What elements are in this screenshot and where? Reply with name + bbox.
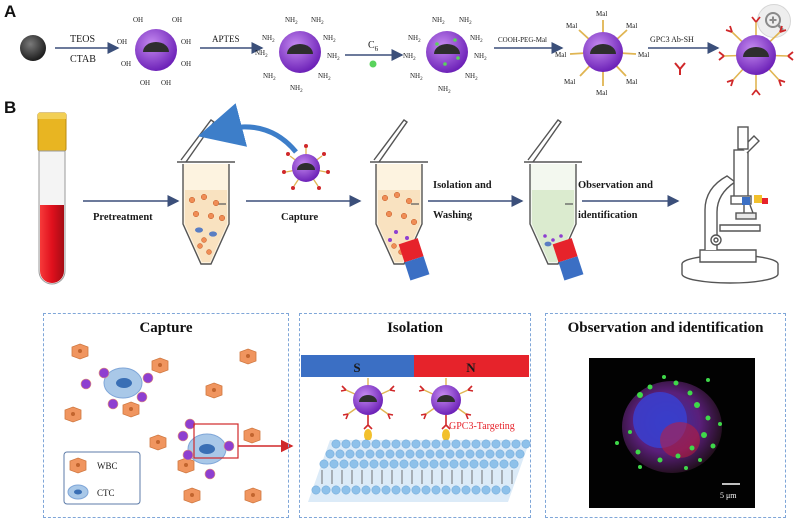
step-observation: Observation and bbox=[578, 180, 653, 191]
svg-text:NH2: NH2 bbox=[410, 72, 423, 82]
svg-text:NH2: NH2 bbox=[318, 72, 331, 82]
capture-nanoparticle bbox=[282, 144, 330, 190]
pipette-icon bbox=[180, 119, 215, 163]
svg-text:NH2: NH2 bbox=[290, 84, 303, 94]
svg-text:NH2: NH2 bbox=[403, 52, 416, 62]
svg-text:OH: OH bbox=[121, 60, 131, 68]
microscope-slide-blue bbox=[742, 197, 750, 205]
magnet-s-bar bbox=[301, 355, 414, 377]
svg-text:NH2: NH2 bbox=[311, 16, 324, 26]
particle-nh2: NH2 NH2 NH2 NH2 NH2 NH2 NH2 NH2 NH2 bbox=[255, 16, 340, 94]
particle-antibody bbox=[718, 16, 794, 96]
fluorescent-cell bbox=[615, 375, 722, 473]
tube-capture-magnet bbox=[370, 119, 430, 281]
svg-text:Mal: Mal bbox=[566, 22, 577, 30]
svg-text:NH2: NH2 bbox=[432, 16, 445, 26]
svg-text:OH: OH bbox=[117, 38, 127, 46]
reagent-gpc3-ab: GPC3 Ab-SH bbox=[650, 35, 694, 44]
svg-text:Mal: Mal bbox=[555, 51, 566, 59]
step-pretreatment: Pretreatment bbox=[93, 212, 153, 223]
svg-text:OH: OH bbox=[172, 16, 182, 24]
cell-membrane bbox=[308, 439, 531, 502]
panel-isolation-title: Isolation bbox=[387, 320, 443, 336]
magnet-icon-2 bbox=[552, 238, 584, 281]
curved-arrow bbox=[197, 103, 298, 154]
svg-text:NH2: NH2 bbox=[263, 72, 276, 82]
svg-text:NH2: NH2 bbox=[255, 49, 268, 59]
blood-tube bbox=[37, 112, 67, 285]
microscope-slide-yellow bbox=[754, 195, 762, 203]
c6-dye-dot bbox=[369, 60, 377, 68]
panel-label-b: B bbox=[4, 98, 17, 117]
magnet-n-bar bbox=[414, 355, 529, 377]
capture-legend bbox=[63, 451, 141, 505]
reagent-aptes: APTES bbox=[212, 34, 240, 44]
tube-washing bbox=[524, 119, 584, 281]
legend-ctc: CTC bbox=[97, 488, 115, 498]
reagent-cooh-peg-mal: COOH-PEG-Mal bbox=[498, 36, 547, 44]
particle-nh2-dye: NH2 NH2 NH2 NH2 NH2 NH2 NH2 NH2 NH2 bbox=[403, 16, 487, 95]
zoom-in-icon bbox=[765, 12, 784, 31]
magnet-n-label: N bbox=[466, 360, 476, 375]
panel-isolation: Isolation bbox=[299, 313, 531, 518]
svg-text:OH: OH bbox=[133, 16, 143, 24]
reagent-c6: C6 bbox=[368, 40, 379, 53]
svg-text:NH2: NH2 bbox=[470, 34, 483, 44]
svg-text:OH: OH bbox=[181, 60, 191, 68]
legend-wbc: WBC bbox=[97, 461, 118, 471]
gpc3-targeting-label: GPC3-Targeting bbox=[449, 421, 515, 432]
svg-text:Mal: Mal bbox=[596, 10, 607, 18]
panel-label-a: A bbox=[4, 2, 17, 21]
svg-text:OH: OH bbox=[161, 79, 171, 87]
svg-text:NH2: NH2 bbox=[327, 52, 340, 62]
reagent-ctab: CTAB bbox=[70, 54, 96, 65]
svg-text:NH2: NH2 bbox=[465, 72, 478, 82]
svg-text:OH: OH bbox=[140, 79, 150, 87]
isolation-nanoparticles bbox=[340, 378, 474, 441]
step-capture: Capture bbox=[281, 212, 318, 223]
panel-observation: Observation and identification bbox=[545, 313, 786, 518]
magnet-s-label: S bbox=[353, 360, 360, 375]
svg-text:NH2: NH2 bbox=[323, 34, 336, 44]
particle-mal: Mal Mal Mal Mal Mal Mal Mal Mal bbox=[555, 10, 649, 97]
zoom-in-button[interactable] bbox=[757, 4, 791, 38]
svg-text:Mal: Mal bbox=[564, 78, 575, 86]
core-nanoparticle bbox=[20, 35, 46, 61]
step-identification: identification bbox=[578, 210, 638, 221]
svg-text:Mal: Mal bbox=[596, 89, 607, 97]
svg-text:NH2: NH2 bbox=[474, 52, 487, 62]
scale-bar-label: 5 μm bbox=[720, 491, 737, 500]
step-isolation: Isolation and bbox=[433, 180, 492, 191]
particle-oh: OH OH OH OH OH OH OH OH bbox=[117, 16, 191, 87]
panel-capture: Capture bbox=[43, 313, 289, 518]
panel-observation-title: Observation and identification bbox=[567, 320, 764, 336]
microscope-icon bbox=[681, 126, 779, 284]
svg-text:Mal: Mal bbox=[638, 51, 649, 59]
reagent-teos: TEOS bbox=[70, 34, 95, 45]
tube-pretreated bbox=[177, 119, 235, 265]
svg-text:Mal: Mal bbox=[626, 22, 637, 30]
svg-text:NH2: NH2 bbox=[408, 34, 421, 44]
microscope-slide-red bbox=[762, 198, 768, 204]
svg-text:NH2: NH2 bbox=[459, 16, 472, 26]
svg-text:NH2: NH2 bbox=[262, 34, 275, 44]
svg-text:NH2: NH2 bbox=[285, 16, 298, 26]
step-washing: Washing bbox=[433, 210, 473, 221]
panel-capture-title: Capture bbox=[139, 320, 193, 336]
svg-text:NH2: NH2 bbox=[438, 85, 451, 95]
svg-text:OH: OH bbox=[181, 38, 191, 46]
magnet-icon-1 bbox=[398, 238, 430, 281]
antibody-icon bbox=[674, 62, 686, 75]
svg-text:Mal: Mal bbox=[626, 78, 637, 86]
